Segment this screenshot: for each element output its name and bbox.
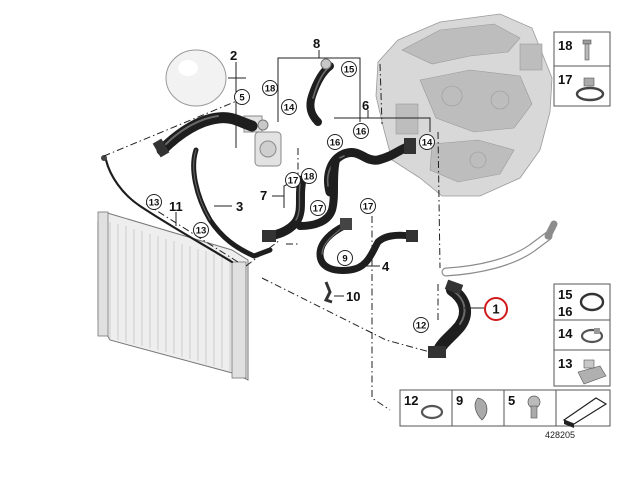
figure-number: 428205 <box>545 430 575 440</box>
callouts: 2 5 8 15 18 14 6 16 16 14 7 <box>146 36 508 333</box>
leader-lines <box>103 50 484 411</box>
svg-text:1: 1 <box>492 302 499 317</box>
radiator <box>97 211 249 381</box>
callout-17c-circle: 17 <box>360 198 376 214</box>
hose-clamp-icon <box>575 77 605 102</box>
svg-text:13: 13 <box>149 198 160 209</box>
spring-clip-icon <box>580 328 604 344</box>
screw-icon <box>582 39 592 61</box>
hose-8 <box>306 62 334 126</box>
callout-6: 6 <box>362 98 369 113</box>
svg-text:16: 16 <box>356 127 367 138</box>
svg-text:15: 15 <box>558 287 572 302</box>
legend-bottom-row: 12 9 5 <box>399 389 611 428</box>
hose-1-main <box>428 279 472 358</box>
svg-text:14: 14 <box>422 138 433 149</box>
svg-text:17: 17 <box>288 176 299 187</box>
svg-text:17: 17 <box>313 204 324 215</box>
svg-text:5: 5 <box>239 93 245 104</box>
svg-text:13: 13 <box>558 356 572 371</box>
svg-text:16: 16 <box>330 138 341 149</box>
engine-block <box>375 13 553 197</box>
retaining-clip-icon <box>577 359 607 385</box>
band-clamp-icon <box>420 404 444 420</box>
callout-16a-circle: 16 <box>353 123 369 139</box>
hose-3-bleed <box>191 147 273 259</box>
svg-text:13: 13 <box>196 226 207 237</box>
callout-18b-circle: 18 <box>301 168 317 184</box>
callout-1-highlight: 1 <box>484 297 508 321</box>
callout-8: 8 <box>313 36 320 51</box>
callout-13b-circle: 13 <box>193 222 209 238</box>
callout-2: 2 <box>230 48 237 63</box>
hose-4 <box>316 218 418 274</box>
callout-17a-circle: 17 <box>285 172 301 188</box>
svg-text:16: 16 <box>558 304 572 319</box>
svg-text:18: 18 <box>558 38 572 53</box>
gasket-seal-icon <box>562 397 608 428</box>
hose-6 <box>324 138 416 197</box>
bolt-icon <box>527 395 541 419</box>
callout-7: 7 <box>260 188 267 203</box>
callout-12-circle: 12 <box>413 317 429 333</box>
callout-18a-circle: 18 <box>262 80 278 96</box>
callout-11: 11 <box>169 199 183 214</box>
callout-5-circle: 5 <box>234 89 250 105</box>
svg-text:12: 12 <box>416 321 427 332</box>
o-ring-icon <box>579 292 605 312</box>
callout-15-circle: 15 <box>341 61 357 77</box>
bracket-10 <box>323 281 333 304</box>
svg-text:9: 9 <box>342 254 347 265</box>
callout-13a-circle: 13 <box>146 194 162 210</box>
hose-7 <box>262 156 340 242</box>
callout-14b-circle: 14 <box>419 134 435 150</box>
callout-16b-circle: 16 <box>327 134 343 150</box>
svg-text:12: 12 <box>404 393 418 408</box>
svg-text:17: 17 <box>363 202 374 213</box>
svg-text:17: 17 <box>558 72 572 87</box>
callout-9-circle: 9 <box>337 250 353 266</box>
svg-text:18: 18 <box>265 84 276 95</box>
callout-17b-circle: 17 <box>310 200 326 216</box>
expansion-tank <box>165 49 227 107</box>
legend-right-column: 18 17 15 16 14 13 <box>553 31 611 387</box>
svg-text:9: 9 <box>456 393 463 408</box>
svg-text:5: 5 <box>508 393 515 408</box>
callout-4: 4 <box>382 259 390 274</box>
svg-text:14: 14 <box>284 103 295 114</box>
callout-3: 3 <box>236 199 243 214</box>
callout-10: 10 <box>346 289 360 304</box>
hose-clip-icon <box>474 397 488 421</box>
hose-2-upper <box>152 112 258 158</box>
callout-14a-circle: 14 <box>281 99 297 115</box>
svg-text:15: 15 <box>344 65 355 76</box>
metal-coolant-pipe <box>441 220 558 277</box>
svg-text:18: 18 <box>304 172 315 183</box>
svg-text:14: 14 <box>558 326 573 341</box>
